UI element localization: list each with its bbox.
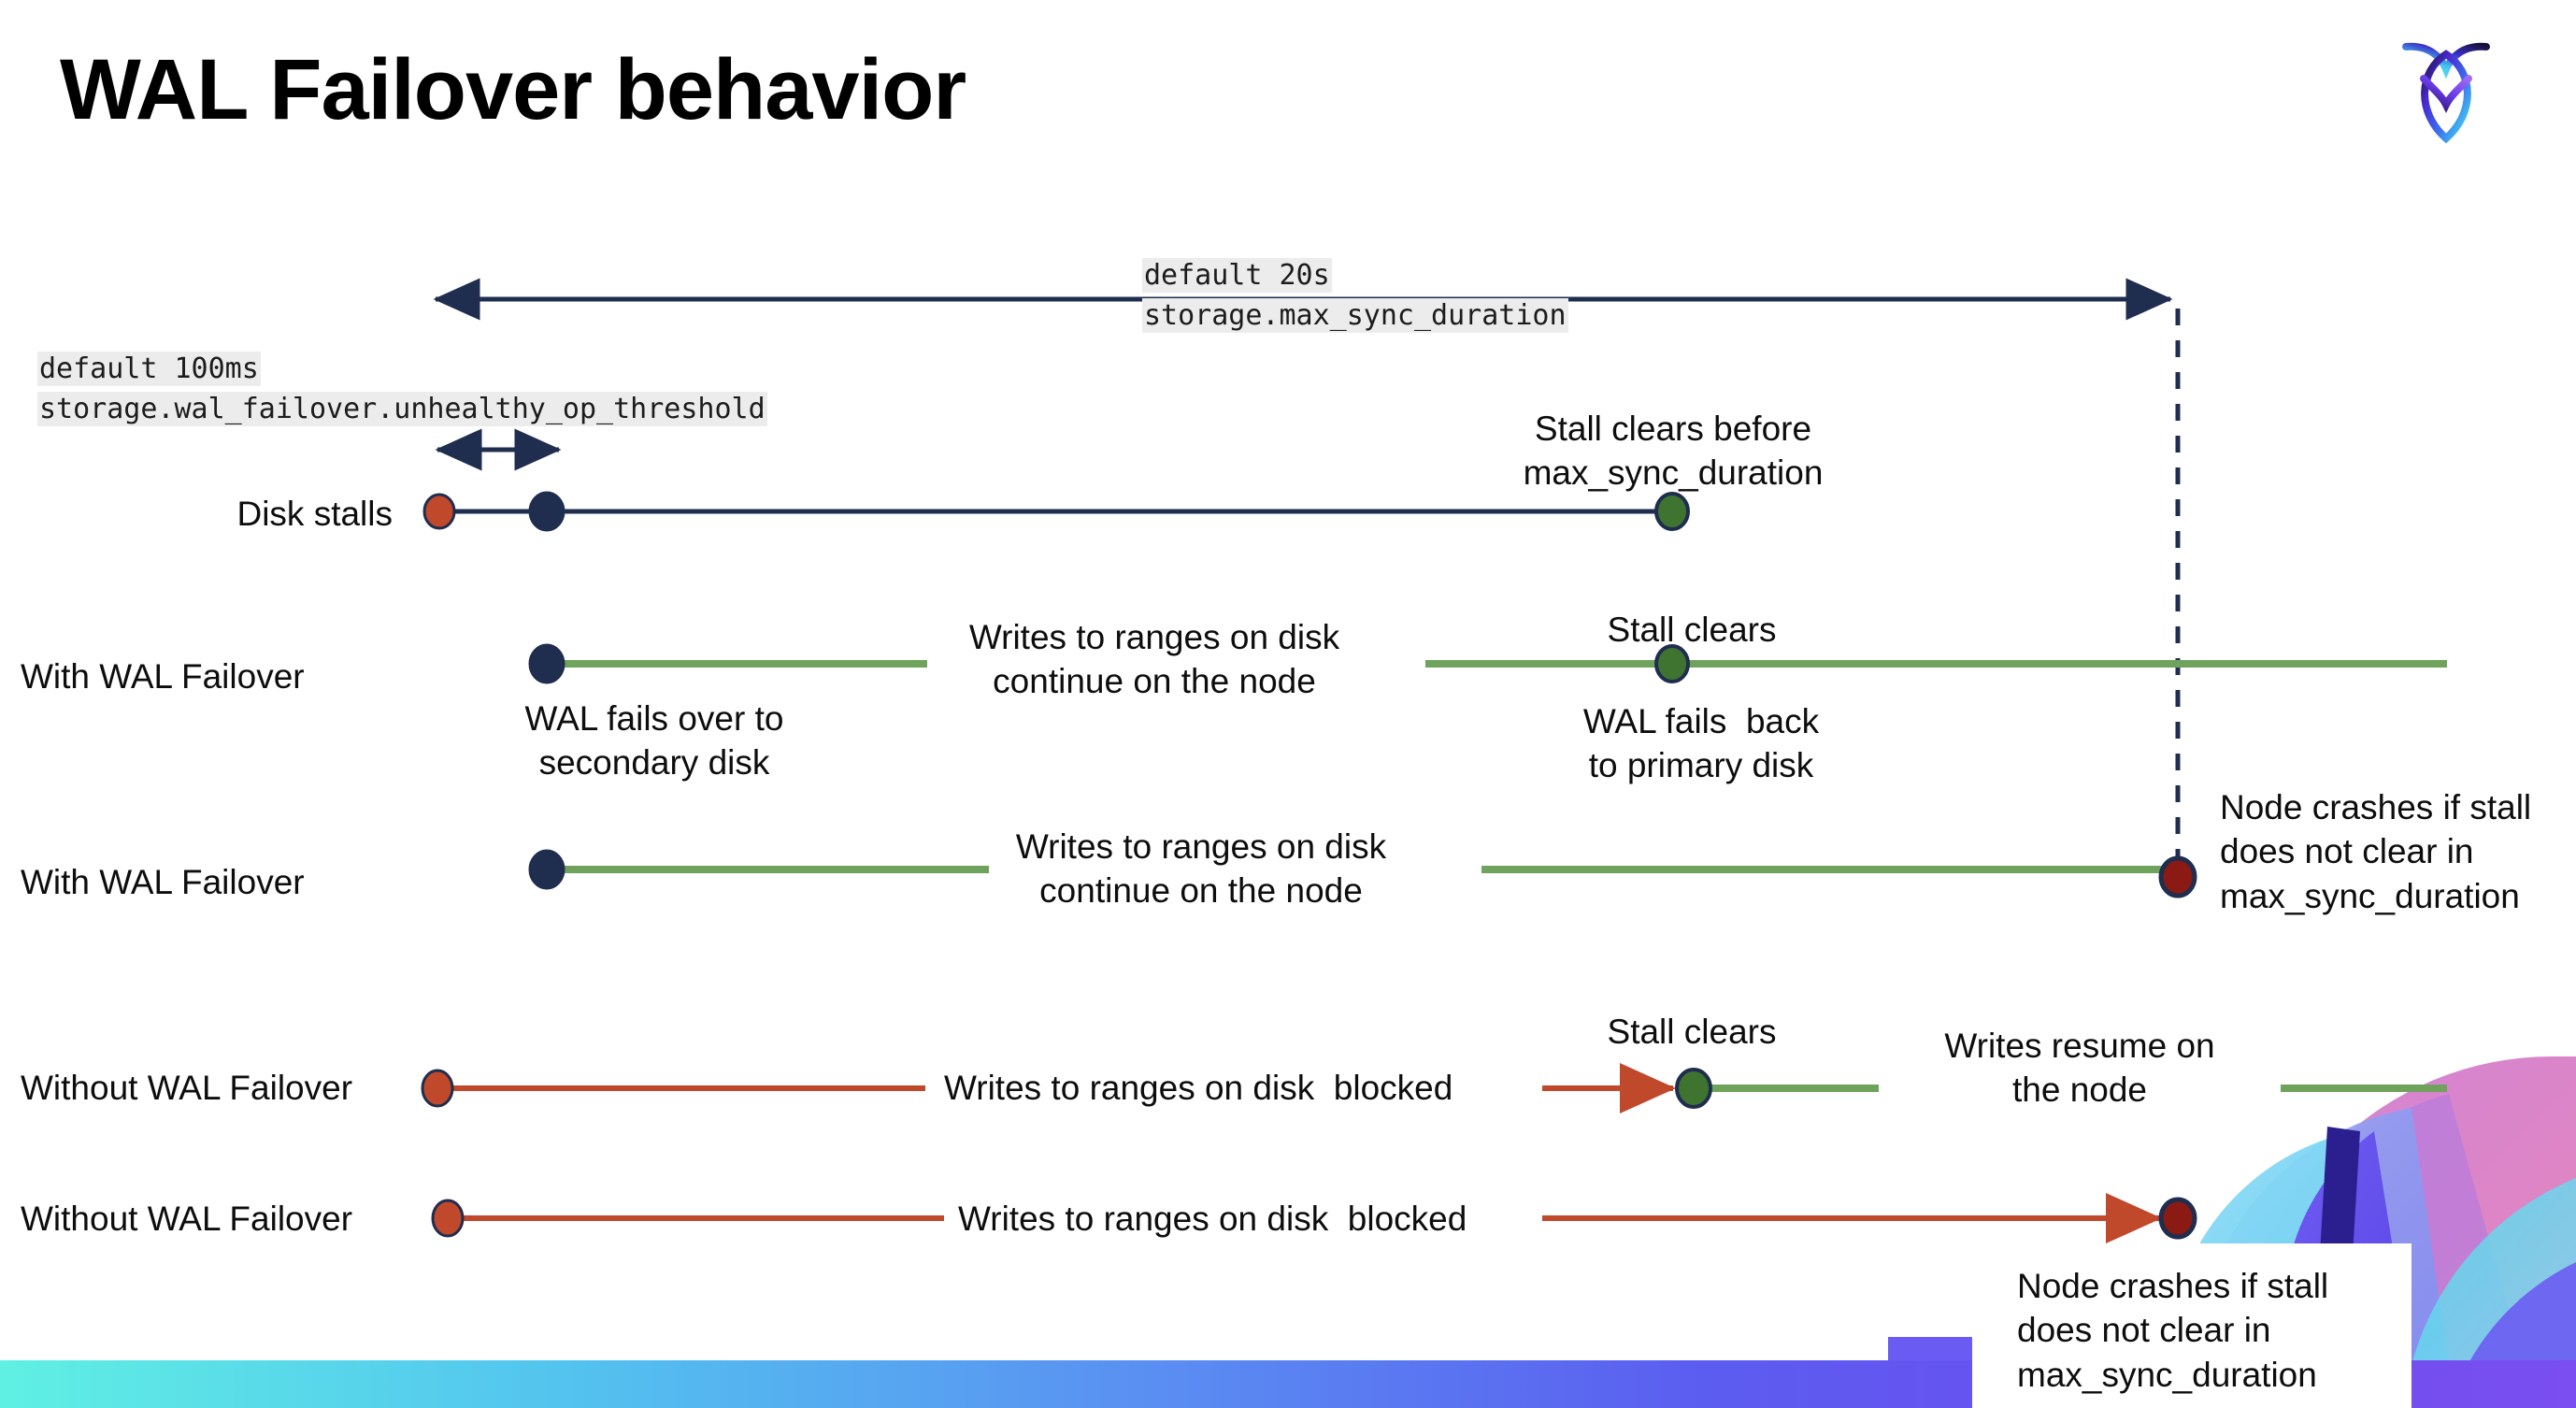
row-label-without-wal-failover-2: Without WAL Failover [21,1200,353,1238]
dark-red-dot [2158,855,2197,898]
row-label-with-wal-failover-2: With WAL Failover [21,863,305,901]
row-label-with-wal-failover-1: With WAL Failover [21,657,305,696]
note-writes-blocked-row5: Writes to ranges on disk blocked [958,1200,1467,1238]
green-dot [1654,644,1690,683]
note-wal-fails-over-secondary: WAL fails over to secondary disk [524,699,784,783]
row-label-without-wal-failover-1: Without WAL Failover [21,1069,353,1107]
note-writes-blocked-row4: Writes to ranges on disk blocked [944,1069,1453,1107]
row-without-wal-failover-2-track [431,1193,2197,1243]
navy-dot [528,491,565,532]
orange-dot [431,1199,465,1238]
row-with-wal-failover-1-track [528,643,2447,684]
cockroachdb-logo [2385,26,2507,152]
unhealthy-default-label: default 100ms [37,352,261,386]
row-label-disk-stalls: Disk stalls [236,495,393,533]
dark-red-dot [2158,1197,2197,1240]
note-stall-clears-row2: Stall clears [1607,611,1777,649]
row-disk-stalls-track [422,491,1690,532]
note-writes-continue-row2: Writes to ranges on disk continue on the… [968,618,1340,701]
green-dot [1675,1068,1712,1109]
max-sync-duration-annotation: default 20s storage.max_sync_duration [1142,256,1568,336]
bottom-callout-box: Node crashes if stall does not clear in … [1972,1243,2411,1408]
note-stall-clears-row4: Stall clears [1607,1013,1777,1051]
row-with-wal-failover-2-track [528,849,2197,898]
max-sync-setting-label: storage.max_sync_duration [1142,297,1568,333]
navy-dot [528,849,565,890]
navy-dot [528,643,565,684]
note-writes-continue-row3: Writes to ranges on disk continue on the… [1015,827,1387,911]
note-stall-clears-before-max-sync: Stall clears before max_sync_duration [1523,409,1824,493]
note-writes-resume-row4: Writes resume on the node [1944,1027,2215,1110]
unhealthy-op-threshold-annotation: default 100ms storage.wal_failover.unhea… [37,350,767,429]
note-node-crashes-row5: Node crashes if stall does not clear in … [2017,1267,2329,1394]
orange-dot [421,1069,454,1108]
note-wal-fails-back-primary: WAL fails back to primary disk [1582,702,1820,785]
orange-dot [422,493,456,530]
unhealthy-setting-label: storage.wal_failover.unhealthy_op_thresh… [37,391,767,426]
max-sync-default-label: default 20s [1142,258,1332,293]
page-title: WAL Failover behavior [60,42,966,137]
green-dot [1654,492,1690,531]
note-node-crashes-row3: Node crashes if stall does not clear in … [2220,788,2532,915]
row-without-wal-failover-1-track [421,1063,2447,1113]
